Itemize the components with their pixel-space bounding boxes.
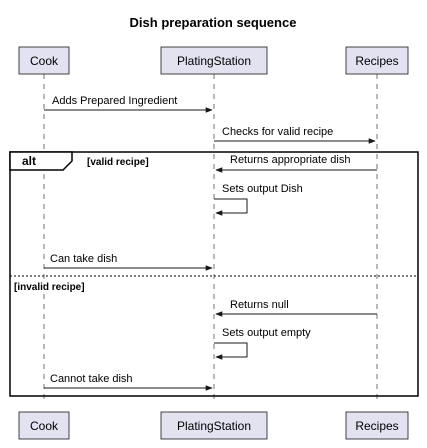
participant-label-recipes: Recipes (355, 419, 398, 433)
participant-label-recipes: Recipes (355, 54, 398, 68)
message-cannot-take-dish: Cannot take dish (44, 373, 213, 391)
message-can-take-dish: Can take dish (44, 253, 213, 271)
participant-label-platingstation: PlatingStation (177, 419, 251, 433)
message-label: Sets output Dish (222, 183, 303, 195)
participant-bottom-cook: Cook (18, 411, 70, 440)
message-adds-prepared-ingredient: Adds Prepared Ingredient (44, 95, 213, 113)
guard-valid-recipe: [valid recipe] (87, 157, 149, 168)
alt-fragment: alt [valid recipe] [invalid recipe] (9, 151, 419, 397)
participant-top-recipes: Recipes (345, 46, 409, 75)
message-label: Adds Prepared Ingredient (52, 95, 177, 107)
participant-bottom-recipes: Recipes (345, 411, 409, 440)
message-label: Sets output empty (222, 327, 311, 339)
participant-label-cook: Cook (30, 419, 59, 433)
message-label: Cannot take dish (50, 373, 133, 385)
fragment-operator: alt (22, 154, 36, 168)
message-returns-appropriate-dish: Returns appropriate dish (215, 154, 377, 173)
participant-label-platingstation: PlatingStation (177, 54, 251, 68)
participant-label-cook: Cook (30, 54, 59, 68)
message-sets-output-dish: Sets output Dish (214, 183, 303, 216)
participant-top-platingstation: PlatingStation (160, 46, 268, 75)
message-label: Can take dish (50, 253, 117, 265)
message-label: Checks for valid recipe (222, 126, 333, 138)
message-checks-valid-recipe: Checks for valid recipe (214, 126, 376, 144)
message-label: Returns null (230, 299, 289, 311)
message-returns-null: Returns null (215, 299, 377, 317)
message-label: Returns appropriate dish (230, 154, 350, 166)
participant-top-cook: Cook (18, 46, 70, 75)
participant-bottom-platingstation: PlatingStation (160, 411, 268, 440)
diagram-title: Dish preparation sequence (130, 15, 297, 30)
message-sets-output-empty: Sets output empty (214, 327, 311, 360)
guard-invalid-recipe: [invalid recipe] (14, 282, 85, 293)
